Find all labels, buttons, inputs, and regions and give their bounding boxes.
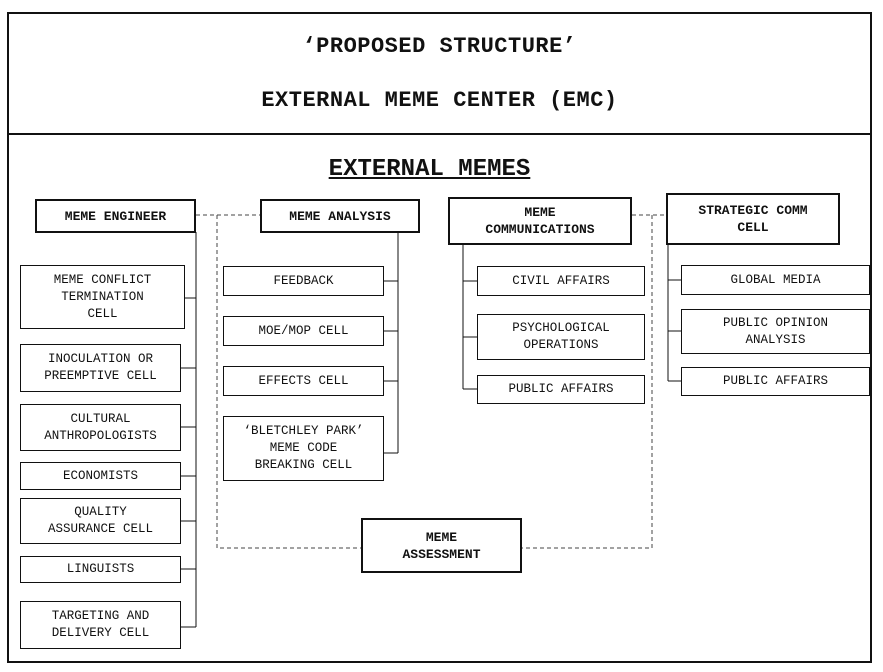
analysis-cell: MOE/MOP CELL — [223, 316, 384, 346]
analysis-cell: ‘BLETCHLEY PARK’ MEME CODE BREAKING CELL — [223, 416, 384, 481]
meme-communications-node: MEME COMMUNICATIONS — [448, 197, 632, 245]
strategic-cell: PUBLIC OPINION ANALYSIS — [681, 309, 870, 354]
meme-analysis-node: MEME ANALYSIS — [260, 199, 420, 233]
engineer-cell: QUALITY ASSURANCE CELL — [20, 498, 181, 544]
engineer-cell: ECONOMISTS — [20, 462, 181, 490]
strategic-comm-cell-node: STRATEGIC COMM CELL — [666, 193, 840, 245]
header-divider — [7, 133, 872, 135]
strategic-cell: GLOBAL MEDIA — [681, 265, 870, 295]
communications-cell: CIVIL AFFAIRS — [477, 266, 645, 296]
engineer-cell: CULTURAL ANTHROPOLOGISTS — [20, 404, 181, 451]
communications-cell: PUBLIC AFFAIRS — [477, 375, 645, 404]
analysis-cell: FEEDBACK — [223, 266, 384, 296]
engineer-cell: MEME CONFLICT TERMINATION CELL — [20, 265, 185, 329]
diagram-frame — [7, 12, 872, 663]
strategic-cell: PUBLIC AFFAIRS — [681, 367, 870, 396]
engineer-cell: LINGUISTS — [20, 556, 181, 583]
engineer-cell: TARGETING AND DELIVERY CELL — [20, 601, 181, 649]
engineer-cell: INOCULATION OR PREEMPTIVE CELL — [20, 344, 181, 392]
section-heading: EXTERNAL MEMES — [328, 156, 531, 183]
communications-cell: PSYCHOLOGICAL OPERATIONS — [477, 314, 645, 360]
analysis-cell: EFFECTS CELL — [223, 366, 384, 396]
diagram-subtitle: EXTERNAL MEME CENTER (EMC) — [261, 88, 618, 113]
diagram-title: ‘PROPOSED STRUCTURE’ — [302, 34, 577, 59]
meme-assessment-node: MEME ASSESSMENT — [361, 518, 522, 573]
meme-engineer-node: MEME ENGINEER — [35, 199, 196, 233]
